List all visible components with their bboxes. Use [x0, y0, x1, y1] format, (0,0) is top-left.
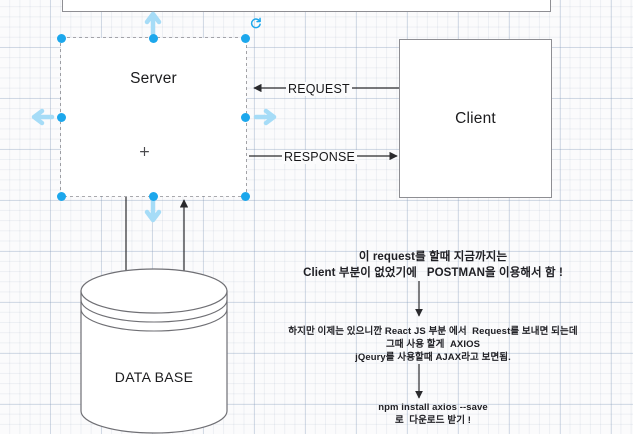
direction-arrow-down-icon[interactable]	[144, 197, 162, 223]
annotation-note-3-line-2: 로 다운로드 받기 !	[394, 415, 472, 426]
annotation-note-2: 하지만 이제는 있으니깐 React JS 부분 에서 Request를 보내면…	[233, 325, 633, 364]
direction-arrow-left-icon[interactable]	[31, 108, 55, 126]
annotation-note-3-line-1: npm install axios --save	[378, 402, 488, 413]
server-node-label: Server	[130, 70, 177, 87]
edge-label-request: REQUEST	[286, 82, 352, 96]
resize-handle-top-left[interactable]	[57, 34, 66, 43]
direction-arrow-right-icon[interactable]	[253, 108, 277, 126]
resize-handle-bottom-left[interactable]	[57, 192, 66, 201]
annotation-note-2-line-1: 하지만 이제는 있으니깐 React JS 부분 에서 Request를 보내면…	[288, 326, 578, 337]
resize-handle-middle-right[interactable]	[241, 113, 250, 122]
annotation-note-1-line-1: 이 request를 할때 지금까지는	[358, 251, 508, 263]
edge-label-response: RESPONSE	[282, 150, 358, 164]
direction-arrow-up-icon[interactable]	[144, 11, 162, 37]
client-node[interactable]: Client	[399, 39, 552, 198]
database-cylinder[interactable]	[80, 268, 228, 434]
resize-handle-bottom-right[interactable]	[241, 192, 250, 201]
crosshair-cursor-icon: +	[138, 144, 151, 160]
database-node-label: DATA BASE	[114, 369, 194, 385]
resize-handle-bottom-center[interactable]	[149, 192, 158, 201]
top-partial-node[interactable]	[62, 0, 551, 12]
annotation-note-2-line-2: 그때 사용 할게 AXIOS	[385, 339, 481, 350]
annotation-note-1: 이 request를 할때 지금까지는 Client 부분이 없었기에 POST…	[233, 249, 633, 281]
annotation-note-2-line-3: jQeury를 사용할때 AJAX라고 보면됨.	[355, 352, 511, 363]
resize-handle-middle-left[interactable]	[57, 113, 66, 122]
resize-handle-top-right[interactable]	[241, 34, 250, 43]
annotation-note-1-line-2: Client 부분이 없었기에 POSTMAN을 이용해서 함 !	[303, 267, 563, 279]
resize-handle-top-center[interactable]	[149, 34, 158, 43]
client-node-label: Client	[455, 109, 496, 127]
annotation-note-3: npm install axios --save 로 다운로드 받기 !	[293, 401, 573, 427]
server-node[interactable]: Server	[61, 38, 246, 196]
rotate-icon[interactable]	[250, 17, 262, 29]
